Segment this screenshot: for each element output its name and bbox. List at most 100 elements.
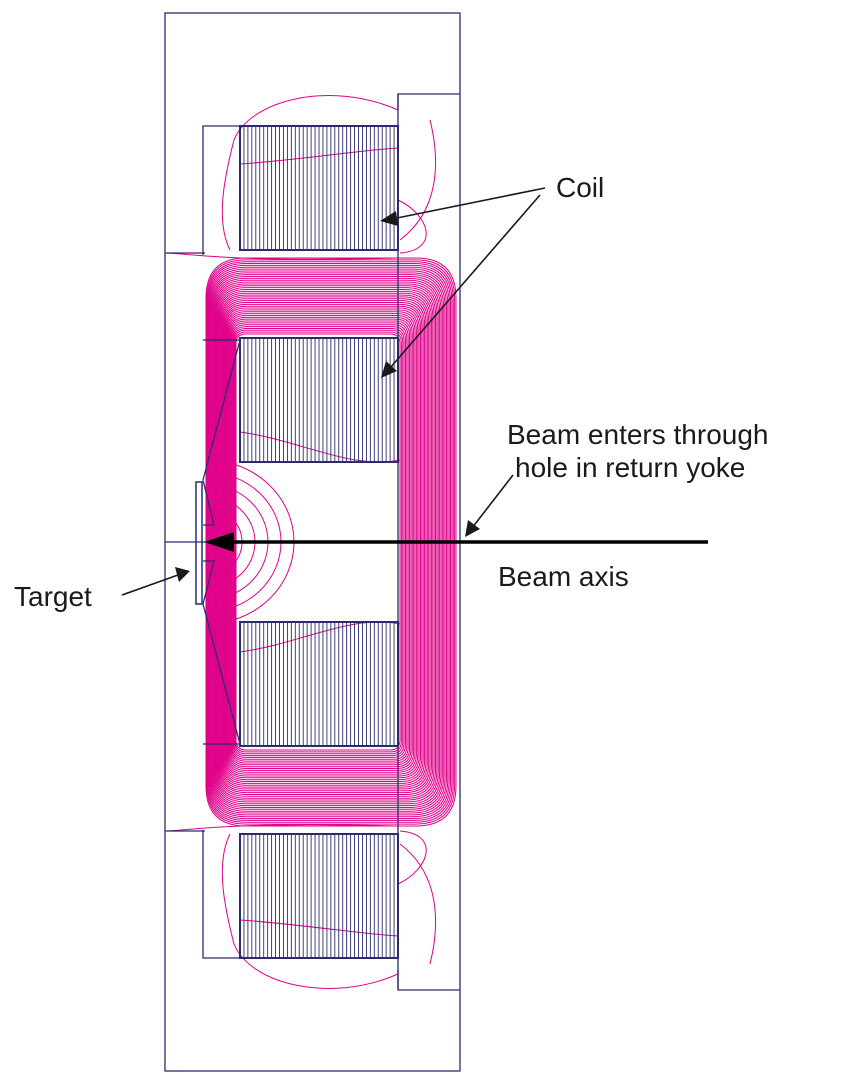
target-arrow <box>121 574 179 596</box>
coil-top-inner <box>239 337 399 463</box>
field-line-upper-loop <box>235 333 401 542</box>
field-line-lower-loop <box>235 542 401 751</box>
target <box>195 481 203 605</box>
field-line-lower-loop <box>234 542 402 753</box>
lower-pole-outline <box>202 830 240 959</box>
field-line-lower-loop <box>225 542 419 775</box>
field-line-upper-loop <box>215 283 438 542</box>
beam-enters-arrow <box>471 474 514 529</box>
field-line-lower-loop <box>227 542 416 771</box>
field-line-outer-bottom <box>167 824 399 832</box>
field-line-upper-loop <box>228 314 415 542</box>
field-line-upper-loop <box>212 274 445 542</box>
field-line-lower-loop <box>230 542 411 764</box>
field-line-upper-loop <box>209 266 450 542</box>
field-line-lower-loop <box>223 542 424 782</box>
field-line-lower-loop <box>220 542 428 788</box>
beam-axis-label: Beam axis <box>498 561 629 592</box>
coil-winding-hatch <box>243 126 395 250</box>
field-line-upper-loop <box>218 290 432 542</box>
coil-arrow-lower <box>389 194 541 369</box>
lower-pole-taper <box>202 560 241 745</box>
field-line-upper-loop <box>224 305 421 542</box>
field-line-lower-loop <box>234 542 404 755</box>
field-line-lower-loop <box>226 542 417 773</box>
field-line-outer-top <box>221 95 399 251</box>
field-line-lower-loop <box>225 542 420 777</box>
field-line-lower-loop <box>206 542 454 823</box>
field-line-lower-loop <box>215 542 439 803</box>
field-line-outer-top <box>167 252 399 260</box>
field-line-lower-loop <box>221 542 427 786</box>
upper-pole-outline <box>202 125 240 255</box>
return-yoke-bottom-outline <box>397 970 460 991</box>
field-line-upper-loop <box>230 320 411 542</box>
coil-top-outer <box>239 125 399 251</box>
field-line-upper-loop <box>226 311 417 542</box>
beam-enters-label-line2: hole in return yoke <box>515 452 745 483</box>
field-line-upper-loop <box>232 326 406 542</box>
field-line-upper-loop <box>220 296 428 542</box>
field-line-lower-loop <box>216 542 437 799</box>
field-line-lower-loop <box>210 542 447 814</box>
field-line-lower-loop <box>228 542 413 768</box>
field-line-upper-loop <box>231 324 408 542</box>
field-line-upper-loop <box>206 259 456 542</box>
field-line-upper-loop <box>222 300 426 542</box>
coil-bottom-inner <box>239 621 399 747</box>
field-line-upper-loop <box>217 289 434 542</box>
field-line-lower-loop <box>222 542 426 784</box>
field-line-upper-loop <box>233 327 405 542</box>
coil-winding-hatch <box>243 338 395 462</box>
field-line-upper-loop <box>214 279 441 542</box>
coils <box>239 125 399 959</box>
target-arrowhead <box>175 567 190 582</box>
beam <box>204 532 708 552</box>
field-line-outer-top <box>399 119 437 241</box>
field-line-lower-loop <box>224 542 421 779</box>
field-line-outer-bottom <box>399 843 437 965</box>
field-line-lower-loop <box>218 542 432 794</box>
field-line-upper-loop <box>208 264 452 542</box>
target-label: Target <box>14 581 92 612</box>
field-line-lower-loop <box>211 542 446 812</box>
field-line-upper-loop <box>234 329 404 542</box>
field-line-lower-loop <box>217 542 434 795</box>
field-line-upper-loop <box>217 287 435 542</box>
field-line-upper-loop <box>225 309 419 542</box>
field-line-lower-loop <box>231 542 408 760</box>
coil-arrow-upper <box>391 187 546 220</box>
field-line-outer-bottom <box>221 833 399 989</box>
field-line-upper-loop <box>207 263 453 542</box>
field-line-outer-bottom <box>397 830 427 885</box>
field-line-lower-loop <box>223 542 423 781</box>
coil-bottom-outer <box>239 833 399 959</box>
field-line-lower-loop <box>206 542 456 825</box>
field-line-lower-loop <box>209 542 449 816</box>
field-line-upper-loop <box>219 292 431 542</box>
field-line-lower-loop <box>205 542 457 827</box>
coil-winding-hatch <box>243 834 395 958</box>
field-line-upper-loop <box>206 261 454 542</box>
field-line-upper-loop <box>216 285 437 542</box>
magnetic-field-lines <box>167 95 457 989</box>
beam-arrowhead <box>204 532 234 552</box>
field-line-lower-loop <box>228 542 415 769</box>
field-line-upper-loop <box>227 313 416 542</box>
field-line-lower-loop <box>209 542 450 818</box>
field-line-upper-loop <box>205 257 457 542</box>
upper-pole-taper <box>202 339 241 526</box>
field-line-lower-loop <box>213 542 442 807</box>
field-line-upper-loop <box>223 303 423 542</box>
coil-label: Coil <box>556 172 604 203</box>
field-line-lower-loop <box>220 542 430 790</box>
field-line-upper-loop <box>231 322 409 542</box>
field-line-lower-loop <box>217 542 435 797</box>
field-line-upper-loop <box>220 294 430 542</box>
coil-arrowhead-upper <box>380 211 398 226</box>
field-line-upper-loop <box>210 270 447 542</box>
field-line-upper-loop <box>223 301 424 542</box>
return-yoke-top-outline <box>397 93 460 110</box>
field-line-lower-loop <box>215 542 438 801</box>
